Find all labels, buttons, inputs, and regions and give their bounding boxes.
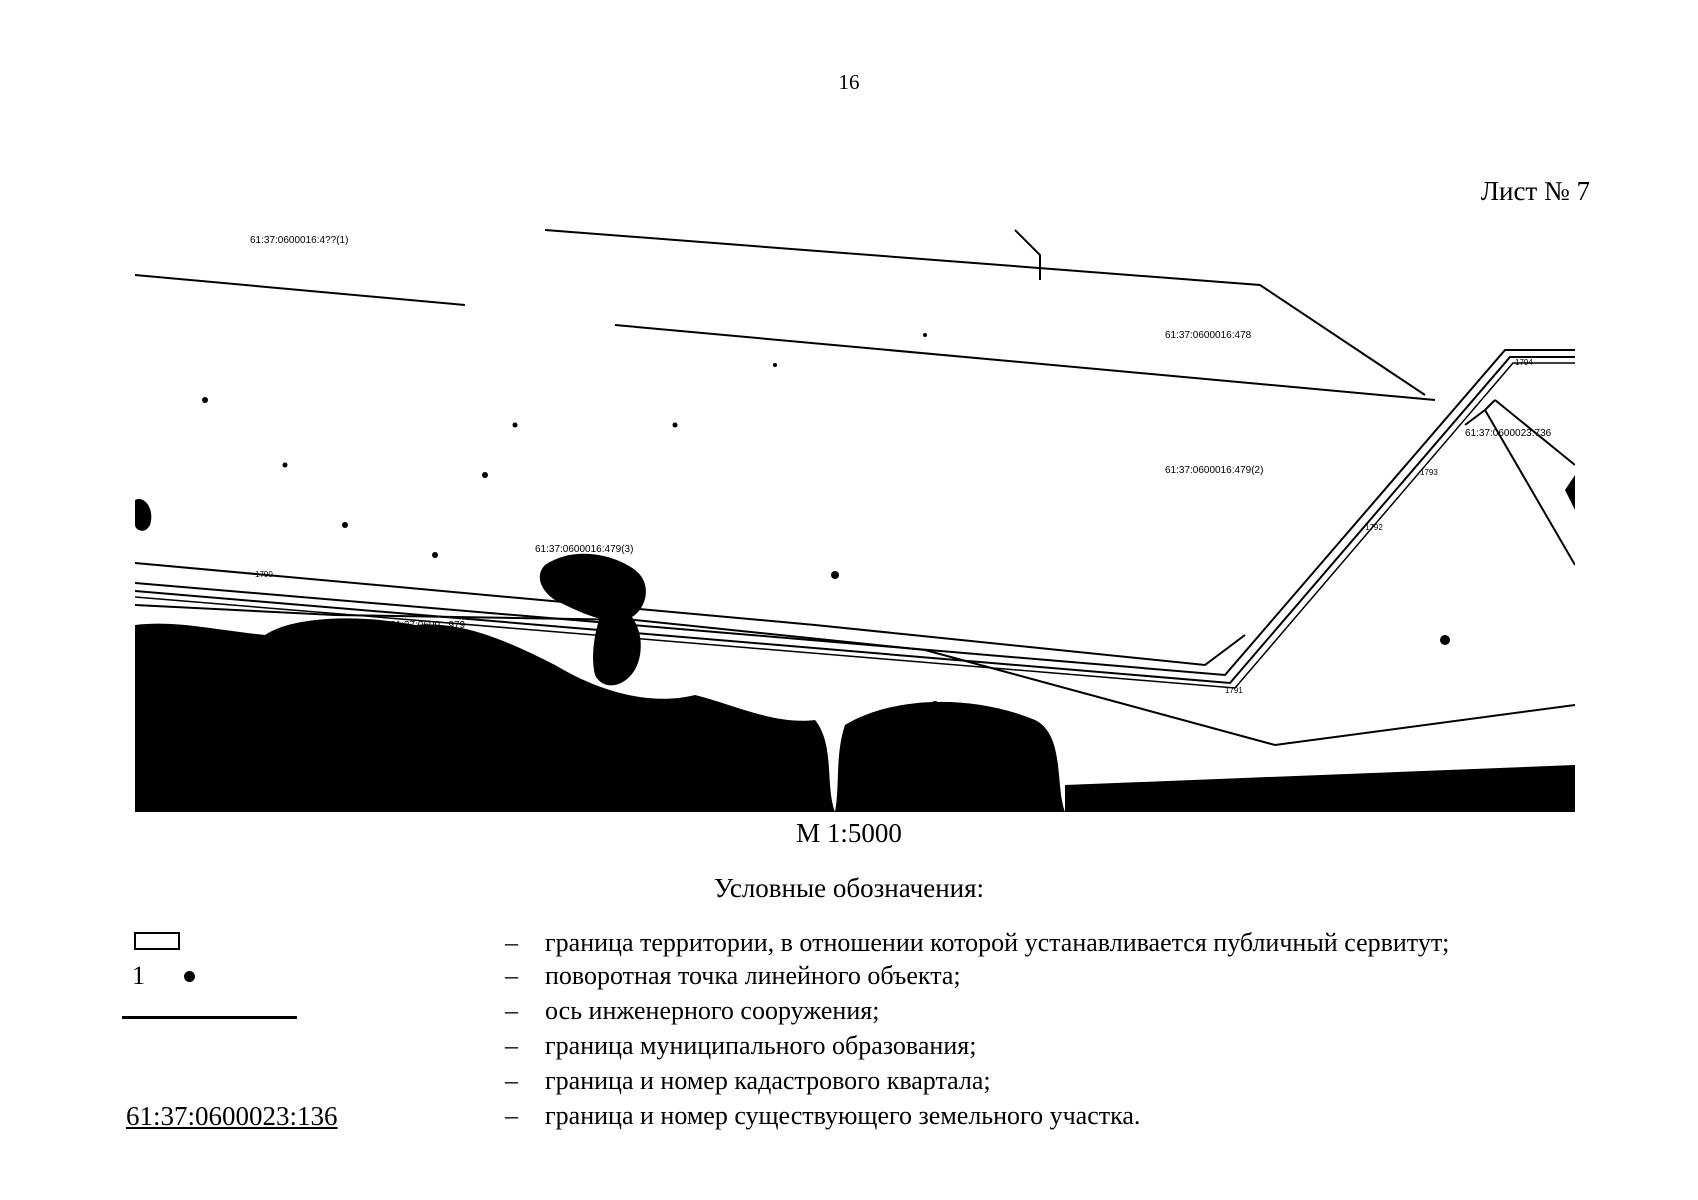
legend-dash: – [505,1031,518,1060]
boundary-top-upper [544,229,1426,396]
legend-symbol-cadastral: 61:37:0600023:136 [122,1101,362,1137]
boundary-lines [135,229,1575,747]
point-symbol-label: 1 [132,961,145,990]
engineering-corridor [135,349,1575,689]
axis-line-icon [122,1016,297,1019]
point-label: 1790 [255,570,273,579]
speck [831,571,839,579]
point-label: 1791 [1225,686,1243,695]
vegetation-areas [135,499,1575,812]
point-label: 1794 [1515,358,1533,367]
label-parcel-top-left: 61:37:0600016:4??(1) [250,235,348,246]
label-parcel-right: 61:37:0600023:736 [1465,428,1552,439]
legend-item-servitude-boundary: – граница территории, в отношении которо… [0,928,1698,964]
legend-dash: – [505,1066,518,1095]
legend-dash: – [505,961,518,990]
vegetation-left-edge [135,499,152,531]
sheet-label: Лист № 7 [1480,176,1590,206]
legend-text: граница муниципального образования; [545,1031,977,1060]
point-label: 1792 [1365,523,1383,532]
vegetation-strip [593,604,641,686]
legend-text: граница и номер существующего земельного… [545,1101,1141,1130]
speck [1440,635,1450,645]
cadastral-number-sample: 61:37:0600023:136 [126,1101,338,1131]
map-canvas: 61:37:0600016:4??(1) 61:37:0600016:478 6… [135,229,1575,812]
legend-text: граница территории, в отношении которой … [545,928,1450,957]
boundary-top-lower [135,274,466,306]
point-dot-icon [184,971,195,982]
boundary-right-diag [1484,409,1575,566]
legend-symbol-point: 1 [122,961,362,997]
legend-symbol-rectangle [122,928,362,964]
corridor-line-1 [135,349,1575,677]
map-specks [202,333,1450,709]
legend-symbol-line [122,996,362,1032]
boundary-second [614,324,1436,401]
boundary-tick [1014,229,1041,280]
speck [672,422,678,428]
speck [931,701,939,709]
boundary-right-wedge [1494,399,1575,466]
legend-item-structure-axis: – ось инженерного сооружения; [0,996,1698,1032]
legend-title: Условные обозначения: [713,873,985,903]
legend-text: поворотная точка линейного объекта; [545,961,961,990]
vegetation-bottom-left [135,618,835,812]
parcel-labels: 61:37:0600016:4??(1) 61:37:0600016:478 6… [250,235,1552,631]
speck [282,462,288,468]
legend-item-turning-point: 1 – поворотная точка линейного объекта; [0,961,1698,997]
speck [923,333,927,337]
speck [342,522,348,528]
label-parcel-bottom: 61:37:0600..:979 [390,620,466,631]
label-parcel-lower-left: 61:37:0600016:479(3) [535,544,633,555]
boundary-right-edge [1464,399,1496,426]
legend-dash: – [505,1101,518,1130]
map-scale: М 1:5000 [796,818,902,848]
boundary-bottom [135,604,1575,747]
speck [773,363,777,367]
point-labels: 1790 1791 1792 1793 1794 [255,358,1533,695]
vegetation-bottom-middle [835,701,1065,812]
label-parcel-top-right: 61:37:0600016:478 [1165,330,1252,341]
corridor-line-2 [135,356,1575,685]
point-label: 1793 [1420,468,1438,477]
legend-dash: – [505,996,518,1025]
legend-item-municipal-boundary: – граница муниципального образования; [0,1031,1698,1067]
page-number: 16 [838,70,860,94]
vegetation-center-cluster [539,553,646,621]
legend-dash: – [505,928,518,957]
vegetation-bottom-right-strip [1065,765,1575,812]
label-parcel-middle: 61:37:0600016:479(2) [1165,465,1263,476]
corridor-line-3 [135,362,1575,689]
boundary-lower-parcel [135,562,1246,667]
speck [482,472,488,478]
speck [432,552,438,558]
speck [202,397,208,403]
cadastral-map: 61:37:0600016:4??(1) 61:37:0600016:478 6… [135,225,1575,812]
legend-text: ось инженерного сооружения; [545,996,880,1025]
speck [512,422,518,428]
rectangle-symbol-icon [134,932,180,950]
legend-item-land-parcel: 61:37:0600023:136 – граница и номер суще… [0,1101,1698,1137]
legend-item-cadastral-quarter: – граница и номер кадастрового квартала; [0,1066,1698,1102]
north-arrow-fragment [1565,475,1575,510]
legend-text: граница и номер кадастрового квартала; [545,1066,991,1095]
